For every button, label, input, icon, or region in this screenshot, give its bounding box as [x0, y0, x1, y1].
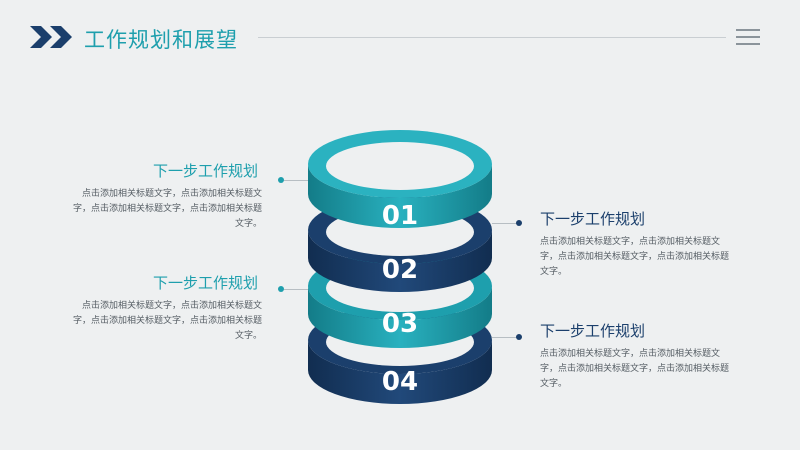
ring-label-03: 03: [382, 309, 418, 339]
header: 工作规划和展望: [0, 0, 800, 70]
double-chevron-icon: [30, 26, 72, 48]
plan-block-text: 点击添加相关标题文字，点击添加相关标题文字，点击添加相关标题文字，点击添加相关标…: [540, 237, 730, 277]
plan-block-text: 点击添加相关标题文字，点击添加相关标题文字，点击添加相关标题文字，点击添加相关标…: [72, 189, 262, 229]
connector-line-2: [492, 223, 518, 224]
plan-block-text: 点击添加相关标题文字，点击添加相关标题文字，点击添加相关标题文字，点击添加相关标…: [72, 301, 262, 341]
plan-block-title: 下一步工作规划: [540, 322, 646, 340]
header-divider: [258, 37, 726, 38]
ring-01: 01: [308, 130, 492, 231]
connector-dot-3: [278, 286, 284, 292]
plan-block-title: 下一步工作规划: [152, 274, 258, 292]
plan-block-3: 下一步工作规划 点击添加相关标题文字，点击添加相关标题文字，点击添加相关标题文字…: [0, 272, 262, 344]
plan-block-title: 下一步工作规划: [152, 162, 258, 180]
connector-dot-4: [516, 334, 522, 340]
connector-dot-2: [516, 220, 522, 226]
ring-label-01: 01: [382, 201, 418, 231]
ring-stack: 04 03 02 01: [308, 130, 492, 404]
connector-line-4: [492, 337, 518, 338]
connector-line-3: [284, 289, 308, 290]
page-title: 工作规划和展望: [84, 28, 238, 52]
hamburger-menu-icon[interactable]: [736, 29, 760, 45]
plan-block-1: 下一步工作规划 点击添加相关标题文字，点击添加相关标题文字，点击添加相关标题文字…: [0, 160, 262, 232]
connector-line-1: [284, 180, 308, 181]
ring-label-04: 04: [382, 367, 418, 397]
plan-block-2: 下一步工作规划 点击添加相关标题文字，点击添加相关标题文字，点击添加相关标题文字…: [540, 208, 736, 280]
plan-block-4: 下一步工作规划 点击添加相关标题文字，点击添加相关标题文字，点击添加相关标题文字…: [540, 320, 736, 392]
plan-block-title: 下一步工作规划: [540, 210, 646, 228]
ring-label-02: 02: [382, 255, 418, 285]
connector-dot-1: [278, 177, 284, 183]
plan-block-text: 点击添加相关标题文字，点击添加相关标题文字，点击添加相关标题文字，点击添加相关标…: [540, 349, 730, 389]
